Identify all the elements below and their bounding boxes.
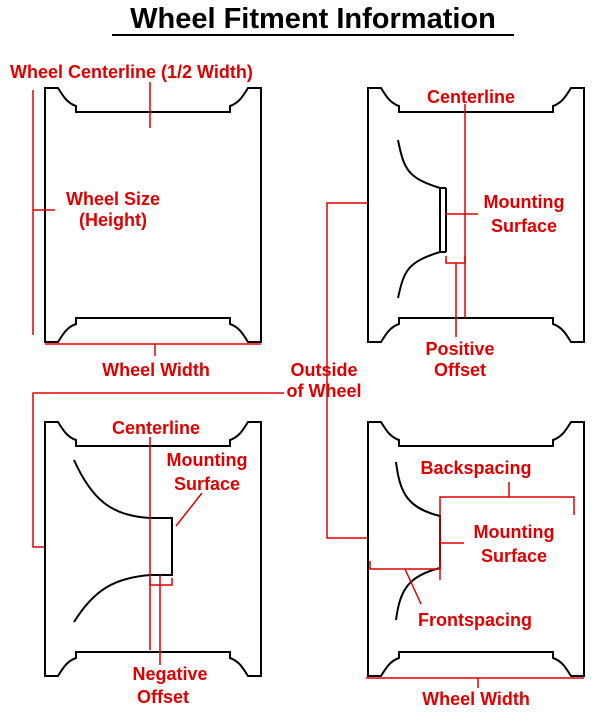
label-frontspacing: Frontspacing — [418, 610, 532, 630]
label-outside-of-wheel-line2: of Wheel — [287, 381, 362, 401]
label-wheel-centerline: Wheel Centerline (1/2 Width) — [10, 62, 253, 82]
label-backspacing: Backspacing — [420, 458, 531, 478]
label-mounting-surface-bottom-right-line2: Surface — [481, 546, 547, 566]
page-title: Wheel Fitment Information — [130, 3, 496, 35]
label-mounting-surface-bottom-left-line2: Surface — [174, 474, 240, 494]
dimension-lines-top-left — [32, 82, 261, 356]
label-negative-offset-line2: Offset — [137, 687, 189, 707]
label-positive-offset-line1: Positive — [425, 339, 494, 359]
label-mounting-surface-bottom-right-line1: Mounting — [474, 522, 555, 542]
dimension-lines-bottom-left — [149, 437, 203, 665]
label-mounting-surface-top-right-line2: Surface — [491, 216, 557, 236]
label-wheel-width-left: Wheel Width — [102, 360, 210, 380]
dimension-lines-bottom-right — [366, 482, 584, 688]
wheel-profile-top-left — [44, 87, 262, 343]
label-negative-offset-line1: Negative — [132, 664, 207, 684]
outside-of-wheel-connectors — [32, 202, 368, 548]
wheel-profile-bottom-left — [44, 421, 262, 677]
label-centerline-bottom-left: Centerline — [112, 418, 200, 438]
label-centerline-top-right: Centerline — [427, 87, 515, 107]
label-mounting-surface-bottom-left-line1: Mounting — [167, 450, 248, 470]
label-outside-of-wheel-line1: Outside — [290, 360, 357, 380]
label-wheel-size-line2: (Height) — [79, 210, 147, 230]
label-wheel-width-right: Wheel Width — [422, 689, 530, 709]
wheel-profile-top-right — [367, 87, 585, 343]
label-positive-offset-line2: Offset — [434, 360, 486, 380]
label-mounting-surface-top-right-line1: Mounting — [484, 192, 565, 212]
dimension-lines-top-right — [445, 104, 478, 337]
label-wheel-size-line1: Wheel Size — [66, 189, 160, 209]
